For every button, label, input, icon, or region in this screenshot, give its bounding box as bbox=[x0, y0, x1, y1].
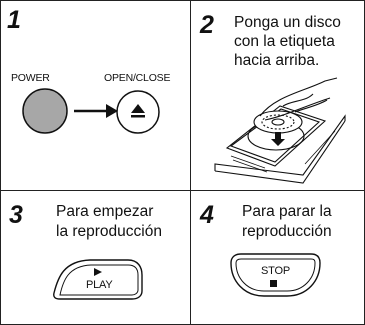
open-close-button-icon bbox=[116, 90, 160, 134]
step-2-line-1: Ponga un disco bbox=[234, 14, 341, 31]
arrow-right-icon bbox=[74, 104, 118, 118]
power-label: POWER bbox=[11, 72, 50, 84]
step-2-panel: 2 Ponga un disco con la etiqueta hacia a… bbox=[191, 0, 365, 190]
step-4-line-1: Para parar la bbox=[242, 203, 332, 220]
step-3-line-2: la reproducción bbox=[56, 223, 162, 240]
step-2-line-2: con la etiqueta bbox=[234, 33, 335, 50]
open-close-label: OPEN/CLOSE bbox=[104, 72, 171, 84]
disc-tray-illustration bbox=[214, 77, 346, 184]
power-button-icon bbox=[22, 88, 68, 134]
step-1-number: 1 bbox=[7, 6, 21, 34]
step-4-number: 4 bbox=[200, 201, 214, 229]
play-button-icon bbox=[53, 259, 143, 300]
step-3-panel: 3 Para empezar la reproducción PLAY bbox=[0, 191, 190, 325]
play-button-label: PLAY bbox=[86, 279, 113, 291]
stop-button-label: STOP bbox=[261, 265, 290, 277]
step-3-line-1: Para empezar bbox=[56, 203, 154, 220]
step-3-number: 3 bbox=[9, 201, 23, 229]
step-1-panel: 1 POWER OPEN/CLOSE bbox=[0, 0, 190, 190]
step-2-number: 2 bbox=[200, 11, 214, 39]
step-4-line-2: reproducción bbox=[242, 223, 332, 240]
step-2-line-3: hacia arriba. bbox=[234, 52, 320, 69]
step-4-panel: 4 Para parar la reproducción STOP bbox=[191, 191, 365, 325]
stop-button-icon bbox=[230, 253, 321, 297]
